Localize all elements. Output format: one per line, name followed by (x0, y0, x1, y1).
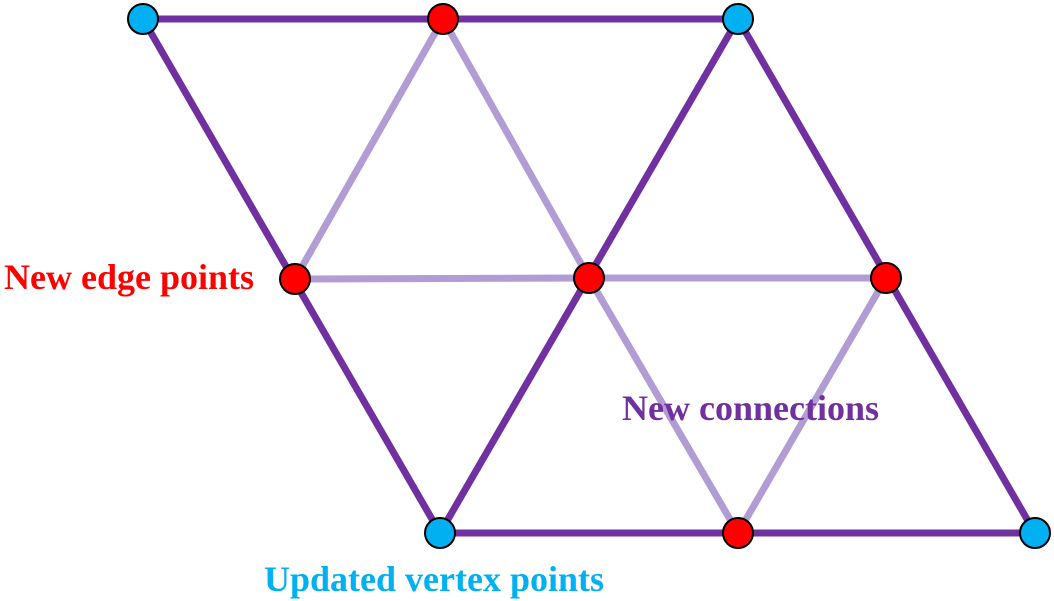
vertex-point (722, 3, 754, 35)
new-connection-line (734, 274, 890, 537)
vertex-point (127, 3, 159, 35)
edge-point (427, 3, 459, 35)
vertex-points-label: Updated vertex points (264, 559, 604, 599)
new-connection-line (291, 274, 593, 283)
edge-point (722, 517, 754, 549)
new-connection-line (291, 15, 447, 283)
edge-point (279, 263, 311, 295)
edge-points (279, 3, 902, 549)
edge-points-label: New edge points (4, 257, 254, 297)
edge-point (573, 262, 605, 294)
vertex-point (424, 517, 456, 549)
new-connection-line (585, 274, 742, 537)
new-connections (291, 15, 890, 537)
vertex-point (1019, 517, 1051, 549)
edge-point (870, 262, 902, 294)
new-connection-line (439, 15, 593, 282)
connections-label: New connections (622, 388, 879, 428)
vertex-points (127, 3, 1051, 549)
